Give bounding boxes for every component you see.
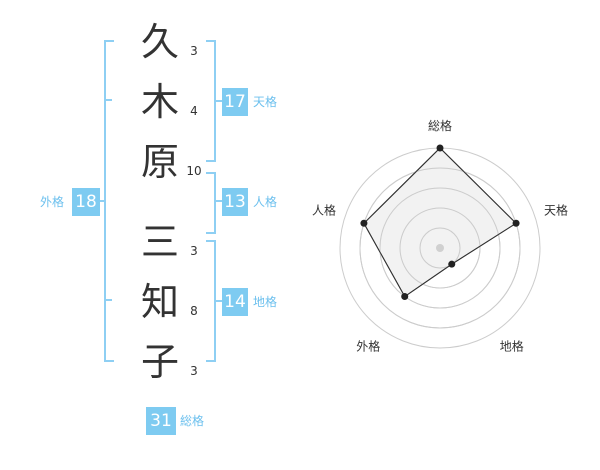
chikaku-bracket-connector bbox=[214, 300, 222, 302]
tenkaku-label: 天格 bbox=[253, 95, 278, 109]
radar-ring-inner bbox=[399, 207, 481, 289]
soukaku-label: 総格 bbox=[180, 414, 205, 428]
stroke-count-5: 8 bbox=[190, 304, 198, 318]
stroke-count-2: 4 bbox=[190, 104, 198, 118]
gaikaku-label: 外格 bbox=[40, 195, 65, 209]
stroke-count-6: 3 bbox=[190, 364, 198, 378]
gaikaku-bracket-connector bbox=[98, 200, 106, 202]
gaikaku-bracket-tick bbox=[104, 299, 112, 301]
radar-point-2 bbox=[512, 219, 520, 227]
gaikaku-value: 18 bbox=[72, 188, 100, 216]
chikaku-value: 14 bbox=[222, 288, 248, 316]
soukaku-value: 31 bbox=[146, 407, 176, 435]
gaikaku-bracket-tick bbox=[104, 99, 112, 101]
radar-point-4 bbox=[401, 293, 409, 301]
jinkaku-bracket bbox=[206, 172, 216, 234]
radar-point-1 bbox=[436, 144, 444, 152]
name-char-5: 知 bbox=[140, 280, 179, 324]
tenkaku-bracket-connector bbox=[214, 100, 222, 102]
radar-axis-label-5: 人格 bbox=[312, 202, 336, 217]
radar-point-3 bbox=[448, 260, 456, 268]
radar-axis-label-4: 外格 bbox=[356, 339, 380, 354]
radar-axis-label-3: 地格 bbox=[500, 339, 524, 354]
radar-point-5 bbox=[360, 219, 368, 227]
jinkaku-bracket-connector bbox=[214, 200, 222, 202]
jinkaku-value: 13 bbox=[222, 188, 248, 216]
name-char-3: 原 bbox=[140, 140, 179, 184]
stroke-count-1: 3 bbox=[190, 44, 198, 58]
radar-center-dot bbox=[436, 244, 444, 252]
radar-ring-inner bbox=[379, 187, 501, 309]
radar-ring-inner bbox=[419, 227, 461, 269]
name-char-1: 久 bbox=[140, 20, 179, 64]
radar-axis-label-2: 天格 bbox=[544, 202, 568, 217]
tenkaku-value: 17 bbox=[222, 88, 248, 116]
radar-axis-label-1: 総格 bbox=[428, 118, 452, 133]
jinkaku-label: 人格 bbox=[253, 195, 278, 209]
chikaku-label: 地格 bbox=[253, 295, 278, 309]
radar-data-outline bbox=[363, 147, 517, 298]
name-char-4: 三 bbox=[140, 220, 179, 264]
name-char-2: 木 bbox=[140, 80, 179, 124]
radar-data-polygon bbox=[363, 147, 517, 298]
name-char-6: 子 bbox=[140, 340, 179, 384]
radar-ring-inner bbox=[359, 167, 521, 329]
stroke-count-4: 3 bbox=[190, 244, 198, 258]
stroke-count-3: 10 bbox=[186, 164, 202, 178]
